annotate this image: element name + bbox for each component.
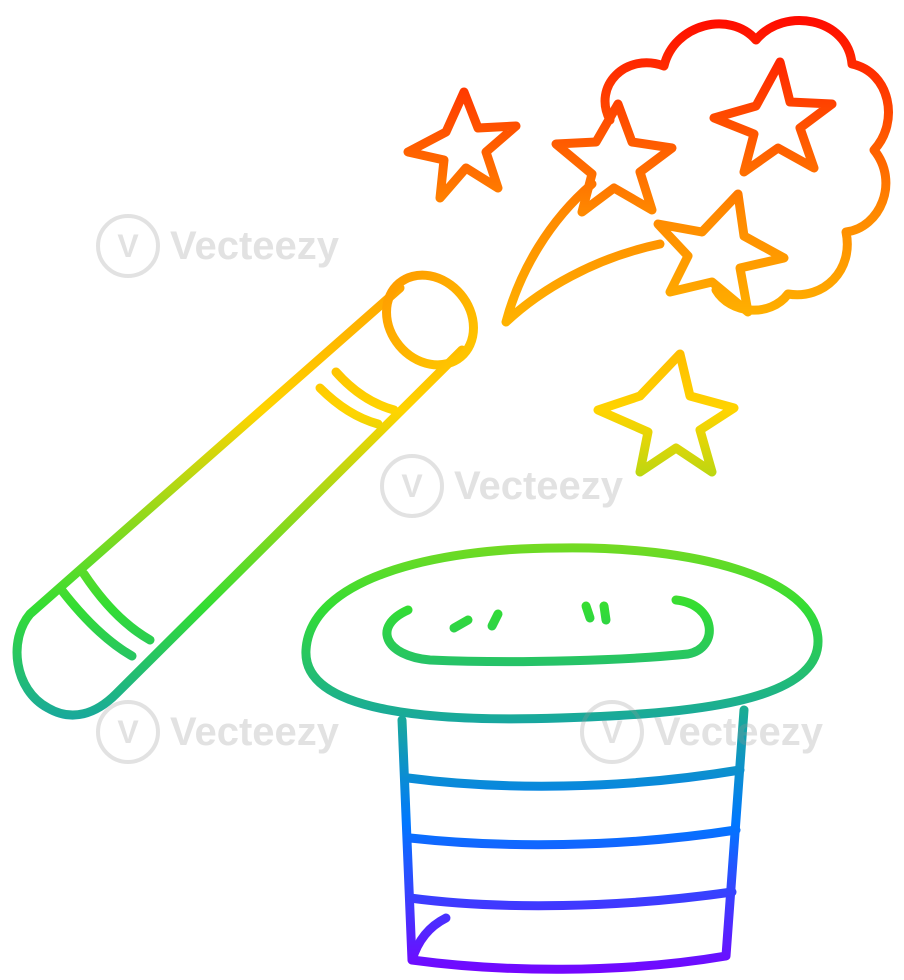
magic-wand [12,270,478,720]
star-icon [709,57,837,177]
star-icon [551,99,677,217]
star-icon [653,189,789,317]
star-icon [593,349,739,477]
top-hat [301,543,823,974]
star-icon [403,87,521,203]
sparkle-trail [501,179,665,327]
magic-cloud [600,16,893,315]
